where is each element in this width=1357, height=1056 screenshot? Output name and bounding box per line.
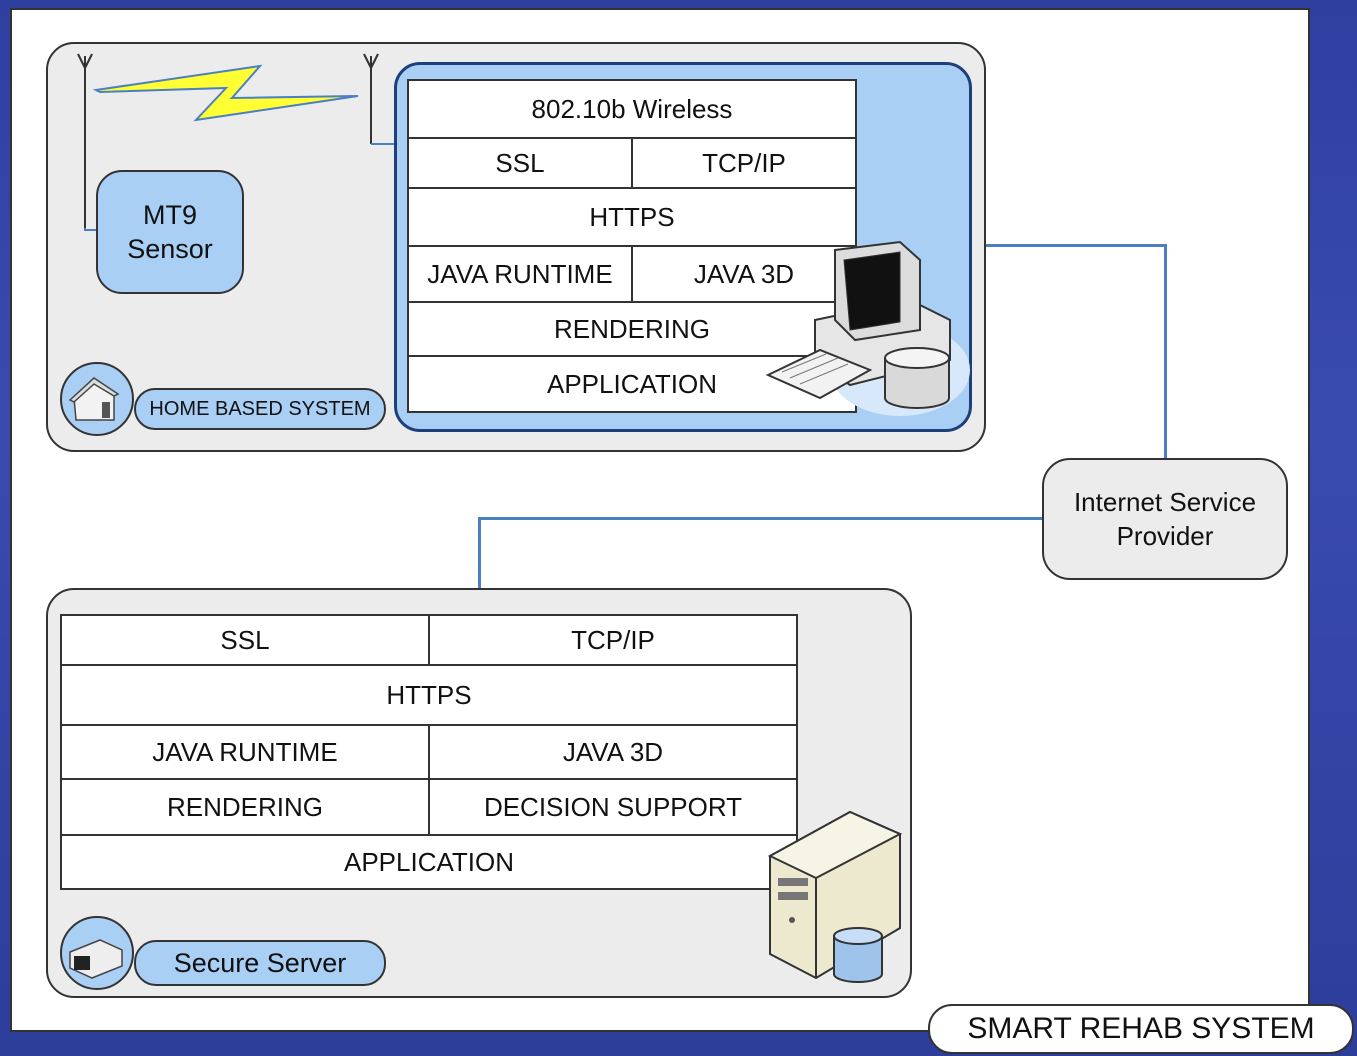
layer-java-3d: JAVA 3D <box>631 245 857 303</box>
layer-java-runtime: JAVA RUNTIME <box>60 724 430 780</box>
mt9-sensor-node: MT9 Sensor <box>96 170 244 294</box>
antenna-icon <box>363 53 379 144</box>
server-badge-icon <box>60 916 134 990</box>
layer-tcpip: TCP/IP <box>428 614 798 666</box>
layer-https: HTTPS <box>407 187 857 247</box>
layer-application: APPLICATION <box>407 355 857 413</box>
layer-ssl: SSL <box>60 614 430 666</box>
layer-tcpip: TCP/IP <box>631 137 857 189</box>
desktop-computer-icon <box>765 240 970 416</box>
layer-java-runtime: JAVA RUNTIME <box>407 245 633 303</box>
connector-home-to-isp-h <box>985 244 1167 247</box>
home-system-label: HOME BASED SYSTEM <box>134 388 386 430</box>
isp-label-line1: Internet Service <box>1073 487 1257 517</box>
server-tower-icon <box>767 810 903 983</box>
layer-decision-support: DECISION SUPPORT <box>428 778 798 836</box>
antenna-icon <box>77 53 93 228</box>
home-protocol-stack: 802.10b Wireless SSL TCP/IP HTTPS JAVA R… <box>407 79 857 413</box>
isp-node: Internet Service Provider <box>1042 458 1288 580</box>
isp-label-line2: Provider <box>1116 521 1214 551</box>
connector-isp-to-server-h <box>478 517 1044 520</box>
layer-java-3d: JAVA 3D <box>428 724 798 780</box>
layer-rendering: RENDERING <box>60 778 430 836</box>
connector-isp-to-server-v <box>478 517 481 589</box>
database-icon <box>884 347 950 409</box>
sensor-label-line2: Sensor <box>127 234 213 264</box>
secure-server-label: Secure Server <box>134 940 386 986</box>
layer-wireless: 802.10b Wireless <box>407 79 857 139</box>
wireless-link-graphic <box>77 53 396 231</box>
layer-application: APPLICATION <box>60 834 798 890</box>
server-protocol-stack: SSL TCP/IP HTTPS JAVA RUNTIME JAVA 3D RE… <box>60 614 798 890</box>
house-icon <box>60 362 134 436</box>
sensor-label-line1: MT9 <box>143 200 197 230</box>
layer-https: HTTPS <box>60 664 798 726</box>
system-title: SMART REHAB SYSTEM <box>928 1004 1354 1054</box>
lightning-icon <box>92 64 359 122</box>
layer-ssl: SSL <box>407 137 633 189</box>
database-icon <box>833 927 883 983</box>
connector-home-to-isp-v <box>1164 244 1167 460</box>
